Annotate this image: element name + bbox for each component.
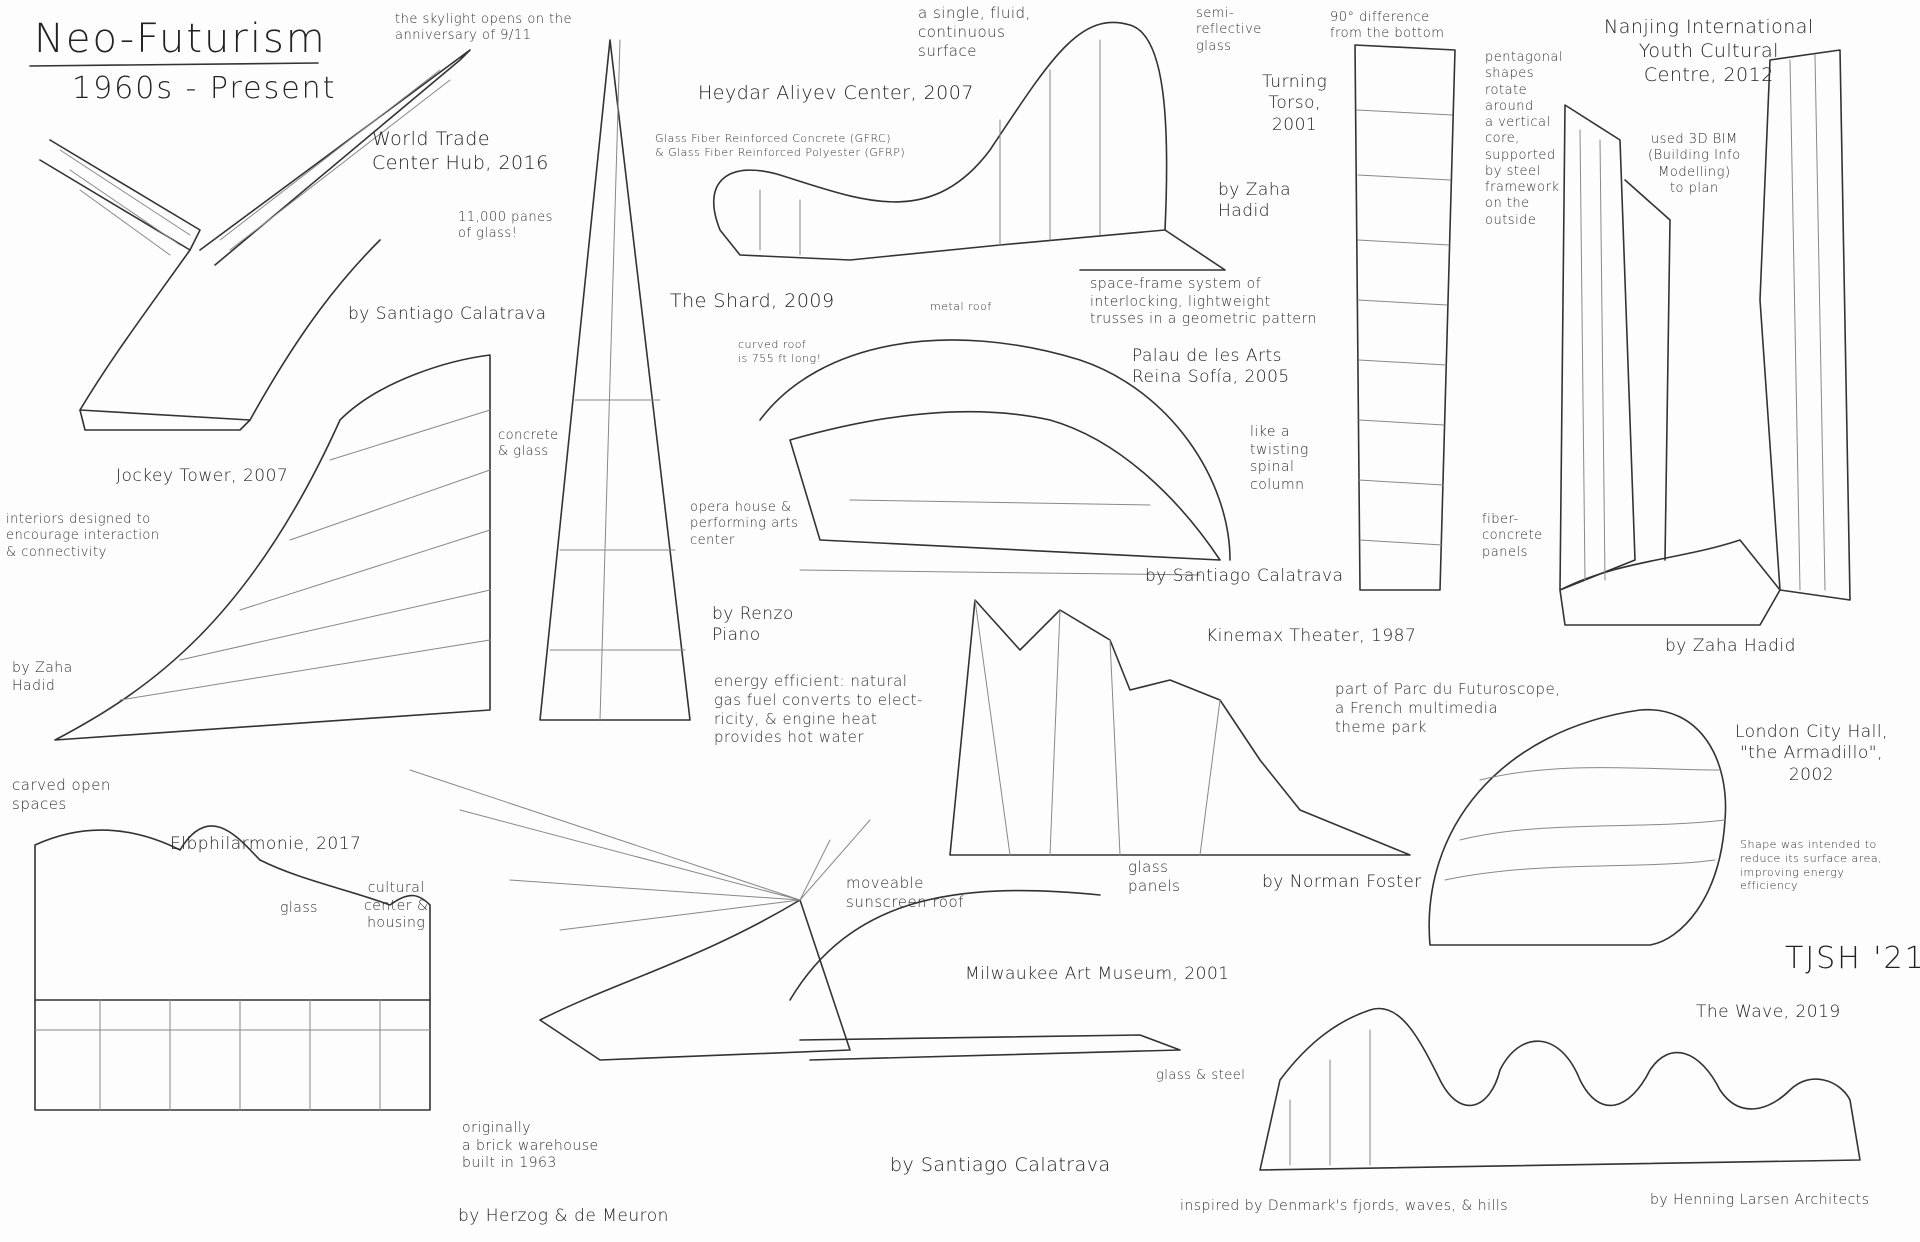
shard-title: The Shard, 2009 xyxy=(670,290,835,312)
heydar-aliyev-sketch xyxy=(713,21,1226,271)
nanjing-architect: by Zaha Hadid xyxy=(1665,636,1796,656)
milwaukee-note-roof: moveable sunscreen roof xyxy=(846,874,964,911)
palau-architect: by Santiago Calatrava xyxy=(1145,566,1344,586)
wtc-title: World Trade Center Hub, 2016 xyxy=(372,128,549,174)
city-hall-sketch xyxy=(1428,709,1727,946)
palau-note-curved-roof: curved roof is 755 ft long! xyxy=(738,338,822,365)
cityhall-title: London City Hall, "the Armadillo", 2002 xyxy=(1735,722,1888,785)
torso-title: Turning Torso, 2001 xyxy=(1262,72,1328,135)
title-underline xyxy=(29,62,319,67)
heydar-note-spaceframe: space-frame system of interlocking, ligh… xyxy=(1090,276,1317,327)
wave-title: The Wave, 2019 xyxy=(1696,1002,1841,1022)
milwaukee-architect: by Santiago Calatrava xyxy=(890,1154,1111,1176)
page-title: Neo-Futurism xyxy=(34,16,327,62)
heydar-note-surface: a single, fluid, continuous surface xyxy=(918,4,1031,60)
elbphil-title: Elbphilarmonie, 2017 xyxy=(170,834,362,854)
nanjing-sketch xyxy=(1559,49,1851,626)
elbphil-note-spaces: carved open spaces xyxy=(12,776,111,813)
wtc-note-skylight: the skylight opens on the anniversary of… xyxy=(395,12,572,44)
wave-architect: by Henning Larsen Architects xyxy=(1650,1192,1870,1208)
wtc-hub-sketch xyxy=(39,49,471,431)
palau-note-metal-roof: metal roof xyxy=(930,300,992,313)
palau-note-opera: opera house & performing arts center xyxy=(690,500,799,548)
elbphil-architect: by Herzog & de Meuron xyxy=(458,1206,669,1226)
shard-architect: by Renzo Piano xyxy=(712,604,794,646)
heydar-architect: by Zaha Hadid xyxy=(1218,180,1292,222)
kinemax-note-glass: glass panels xyxy=(1128,858,1181,895)
kinemax-note-park: part of Parc du Futuroscope, a French mu… xyxy=(1335,680,1561,736)
kinemax-sketch xyxy=(949,599,1411,856)
elbphil-note-warehouse: originally a brick warehouse built in 19… xyxy=(462,1120,599,1171)
torso-note-rotation: 90° difference from the bottom xyxy=(1330,10,1445,42)
wtc-architect: by Santiago Calatrava xyxy=(348,304,547,324)
jockey-note-interiors: interiors designed to encourage interact… xyxy=(6,512,160,560)
jockey-architect: by Zaha Hadid xyxy=(12,660,73,694)
milwaukee-title: Milwaukee Art Museum, 2001 xyxy=(965,964,1230,984)
nanjing-note-bim: used 3D BIM (Building Info Modelling) to… xyxy=(1648,132,1741,196)
jockey-tower-sketch xyxy=(54,354,491,741)
heydar-title: Heydar Aliyev Center, 2007 xyxy=(698,82,974,104)
turning-torso-sketch xyxy=(1354,44,1456,591)
cityhall-architect: by Norman Foster xyxy=(1262,872,1422,892)
shard-sketch xyxy=(539,39,691,721)
torso-note-pentagonal: pentagonal shapes rotate around a vertic… xyxy=(1485,50,1564,228)
kinemax-title: Kinemax Theater, 1987 xyxy=(1206,626,1417,646)
nanjing-note-panels: fiber- concrete panels xyxy=(1482,512,1543,560)
cityhall-note-shape: Shape was intended to reduce its surface… xyxy=(1740,838,1883,893)
milwaukee-note-materials: glass & steel xyxy=(1156,1068,1246,1083)
wave-sketch xyxy=(1259,1007,1861,1171)
palau-title: Palau de les Arts Reina Sofía, 2005 xyxy=(1132,346,1290,388)
shard-note-panes: 11,000 panes of glass! xyxy=(458,210,553,242)
elbphil-note-glass: glass xyxy=(280,900,318,916)
artist-signature: TJSH '21 xyxy=(1785,941,1920,976)
milwaukee-sketch xyxy=(409,769,1181,1061)
jockey-note-materials: concrete & glass xyxy=(498,428,559,460)
heydar-note-gfrc: Glass Fiber Reinforced Concrete (GFRC) &… xyxy=(655,132,906,159)
heydar-note-glass: semi- reflective glass xyxy=(1196,6,1262,54)
elbphil-note-cultural: cultural center & housing xyxy=(364,880,429,931)
palau-sketch xyxy=(759,339,1231,576)
shard-note-energy: energy efficient: natural gas fuel conve… xyxy=(714,672,923,747)
wave-note-inspiration: inspired by Denmark's fjords, waves, & h… xyxy=(1180,1198,1509,1214)
page-subtitle: 1960s - Present xyxy=(72,71,337,106)
nanjing-title: Nanjing International Youth Cultural Cen… xyxy=(1604,16,1814,86)
jockey-title: Jockey Tower, 2007 xyxy=(116,466,289,486)
torso-note-spinal: like a twisting spinal column xyxy=(1250,424,1309,493)
elbphilharmonie-sketch xyxy=(34,825,431,1111)
